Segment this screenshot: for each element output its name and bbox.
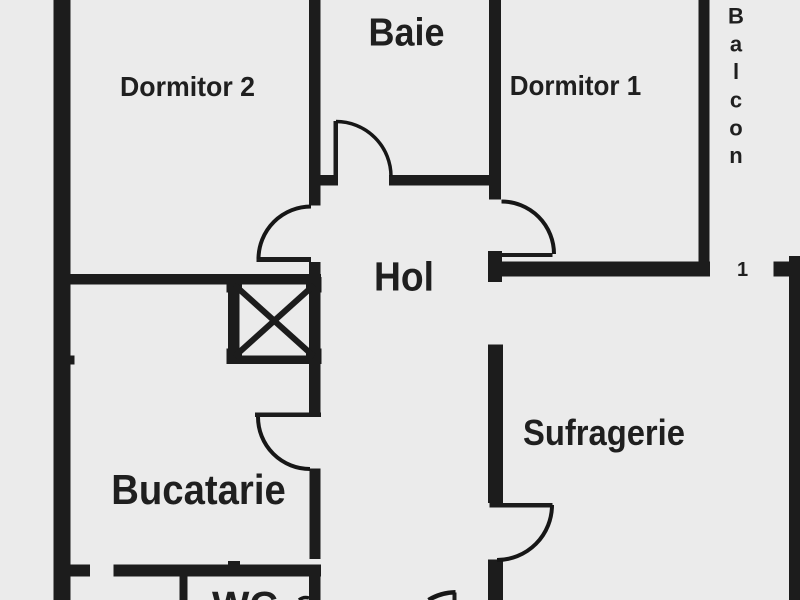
- svg-text:WC: WC: [212, 585, 278, 600]
- svg-text:Baie: Baie: [369, 12, 445, 55]
- svg-text:a: a: [730, 32, 743, 57]
- svg-text:1: 1: [737, 259, 748, 281]
- svg-text:B: B: [728, 4, 744, 29]
- svg-text:c: c: [730, 88, 742, 113]
- svg-text:n: n: [729, 143, 742, 168]
- svg-text:Sufragerie: Sufragerie: [523, 412, 685, 453]
- svg-text:Dormitor 2: Dormitor 2: [120, 71, 255, 102]
- svg-text:l: l: [733, 59, 739, 84]
- svg-text:o: o: [729, 116, 742, 141]
- svg-text:Hol: Hol: [374, 254, 434, 300]
- svg-text:Bucatarie: Bucatarie: [111, 466, 286, 513]
- svg-text:Dormitor 1: Dormitor 1: [510, 70, 642, 101]
